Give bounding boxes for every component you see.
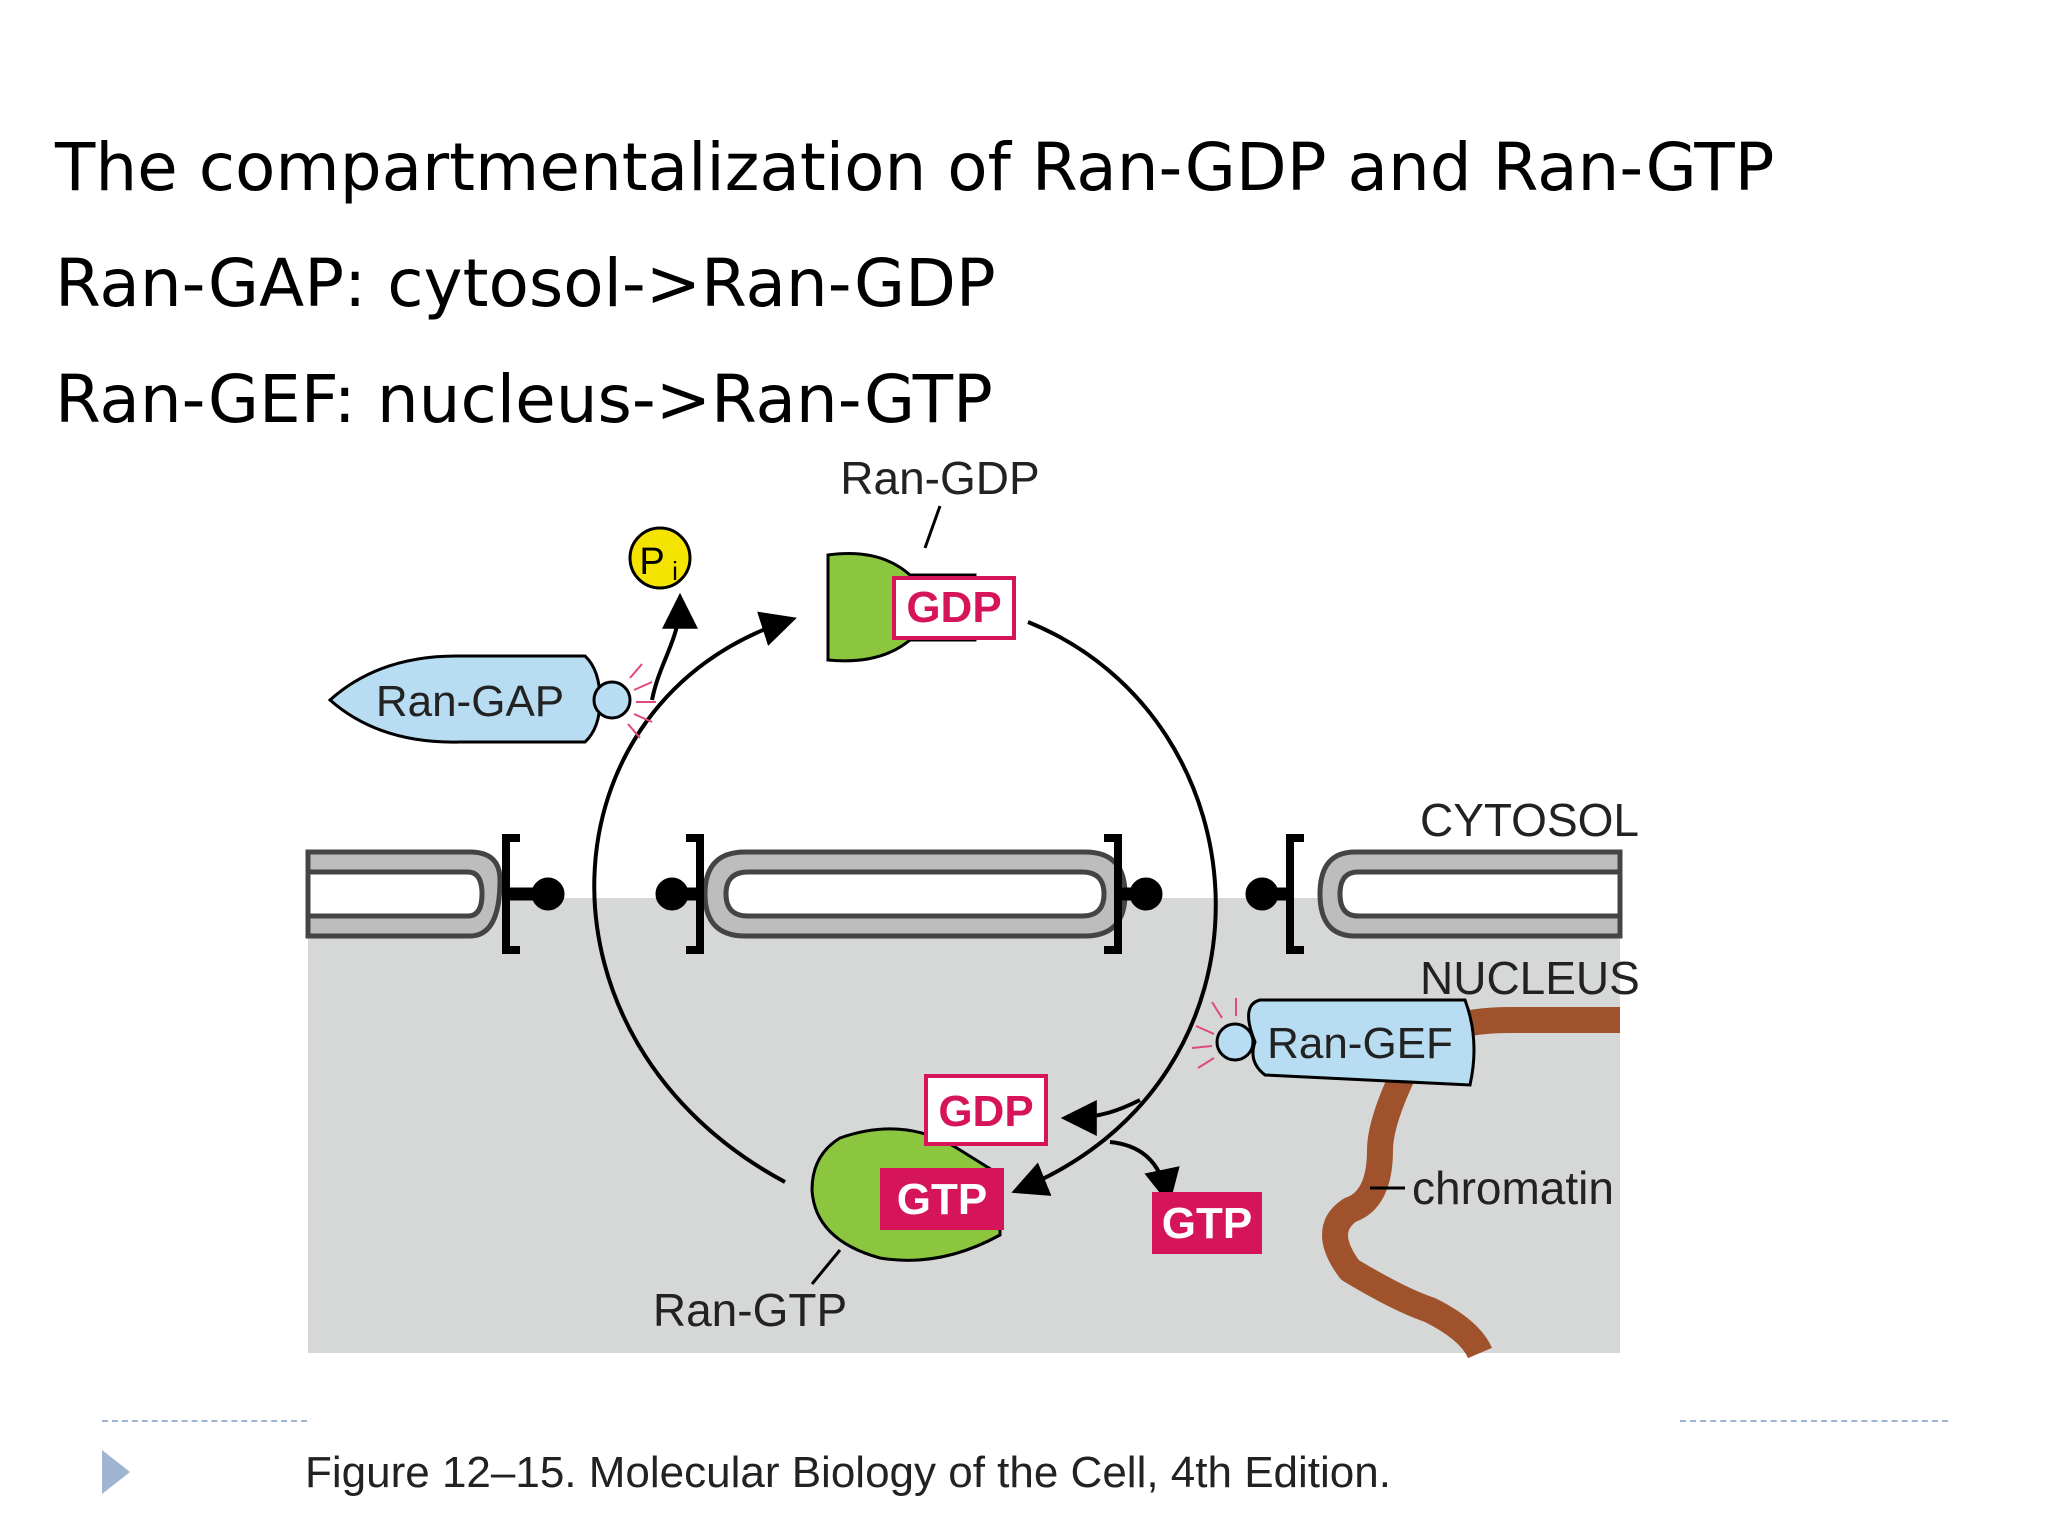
ran-gef-enzyme: Ran-GEF xyxy=(1191,998,1476,1087)
ran-gdp-label: Ran-GDP xyxy=(840,452,1039,504)
slide-bullets: The compartmentalization of Ran-GDP and … xyxy=(55,110,1774,458)
nuclear-envelope xyxy=(305,849,1623,939)
nuclear-pore-3 xyxy=(1104,834,1163,954)
ran-gtp-protein: GDP GTP Ran-GTP xyxy=(653,1074,1048,1336)
free-gtp: GTP xyxy=(1152,1192,1262,1254)
gtp-tag-bound-text: GTP xyxy=(897,1175,987,1224)
slide-line-title: The compartmentalization of Ran-GDP and … xyxy=(55,129,1775,206)
slide-line-ran-gef: Ran-GEF: nucleus->Ran-GTP xyxy=(55,361,993,438)
footer-divider-right xyxy=(1680,1420,1948,1422)
chromatin-label: chromatin xyxy=(1412,1162,1614,1214)
slide-line-ran-gap: Ran-GAP: cytosol->Ran-GDP xyxy=(55,245,996,322)
cytosol-label: CYTOSOL xyxy=(1420,794,1639,846)
pi-phosphate: P i xyxy=(628,526,692,590)
nuclear-pores xyxy=(502,834,1304,954)
pi-release-arrow xyxy=(650,592,698,701)
ran-gef-label: Ran-GEF xyxy=(1267,1019,1453,1068)
gdp-release-arrow xyxy=(1060,1098,1141,1136)
gdp-tag-bottom-text: GDP xyxy=(938,1087,1033,1136)
nuclear-pore-1 xyxy=(502,834,565,954)
ran-gap-label: Ran-GAP xyxy=(376,677,564,726)
nucleus-label: NUCLEUS xyxy=(1420,952,1640,1004)
ran-gdp-protein: GDP Ran-GDP xyxy=(826,452,1040,663)
gdp-tag-top-text: GDP xyxy=(906,583,1001,632)
cycle-arc-right xyxy=(1011,620,1218,1196)
slide-bullet-arrow-icon xyxy=(102,1450,130,1494)
nuclear-pore-4 xyxy=(1245,834,1304,954)
figure-caption: Figure 12–15. Molecular Biology of the C… xyxy=(305,1448,1391,1497)
ran-gap-enzyme: Ran-GAP xyxy=(327,654,656,744)
gdp-tag-top xyxy=(892,576,1016,640)
nuclear-pore-2 xyxy=(655,834,704,954)
pi-subscript: i xyxy=(672,556,678,586)
gtp-tag-bound xyxy=(880,1168,1004,1230)
ran-gtp-label: Ran-GTP xyxy=(653,1284,847,1336)
cycle-arc-left xyxy=(592,611,797,1184)
footer-divider-left xyxy=(102,1420,307,1422)
free-gtp-text: GTP xyxy=(1162,1199,1252,1248)
gdp-tag-bottom xyxy=(924,1074,1048,1146)
pi-label: P xyxy=(639,541,664,583)
gtp-binding-arrow xyxy=(1109,1140,1180,1206)
